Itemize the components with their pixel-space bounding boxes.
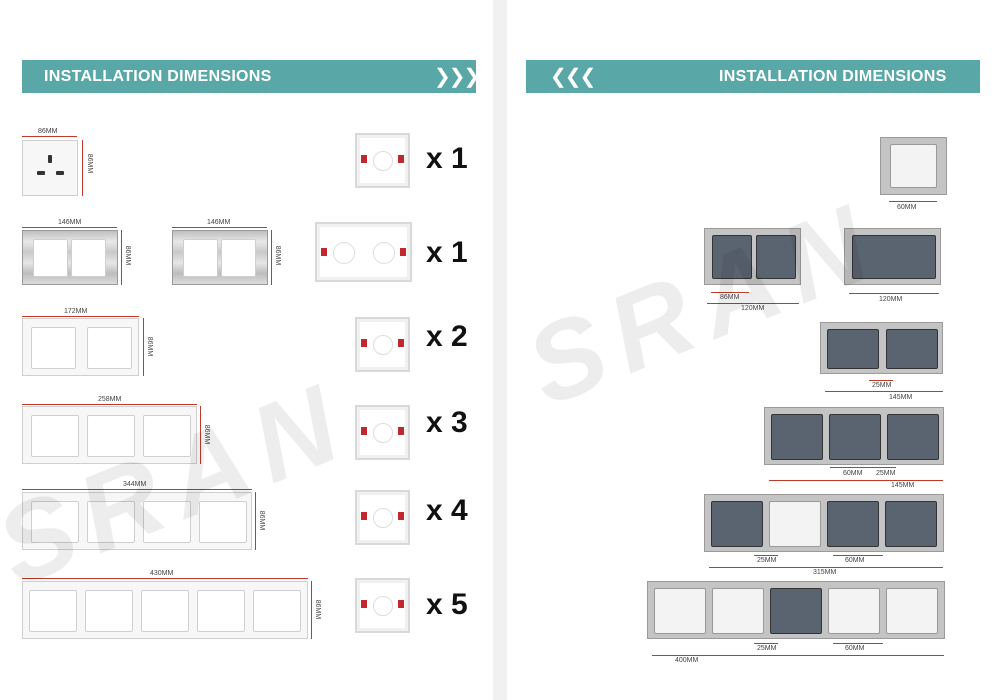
quantity-label: x 1 [426,142,468,175]
mounting-box-double [315,222,412,282]
quantity-label: x 3 [426,406,468,439]
dim-label: 25MM [757,557,777,564]
width-label-b: 146MM [207,219,231,226]
dim-label: 400MM [675,657,699,664]
quantity-label: x 4 [426,494,468,527]
socket-plate [22,140,78,196]
height-label: 86MM [124,245,132,266]
width-label: 430MM [150,570,174,577]
left-banner-title: INSTALLATION DIMENSIONS [44,67,272,85]
dim-label: 315MM [813,569,837,576]
dim-label: 25MM [872,382,892,389]
dim-label: 60MM [845,557,865,564]
height-label: 86MM [86,153,94,174]
right-page: ❮❮❮ INSTALLATION DIMENSIONS 60MM 86MM 12… [507,0,1000,700]
page-gutter [493,0,507,700]
mounting-box [355,317,410,372]
quantity-label: x 2 [426,320,468,353]
height-label-b: 86MM [274,245,282,266]
mounting-box [355,490,410,545]
left-page: INSTALLATION DIMENSIONS ❯❯❯ 86MM 86MM x … [0,0,493,700]
dim-label: 60MM [897,204,917,211]
dim-label: 60MM [843,470,863,477]
width-label: 172MM [64,308,88,315]
dim-label: 145MM [891,482,915,489]
height-label: 86MM [258,510,266,531]
mounting-box [355,578,410,633]
socket-plate-double [22,230,118,285]
mounting-box [355,133,410,188]
height-label: 86MM [314,599,322,620]
width-label: 344MM [123,481,147,488]
socket-plate-quad [22,492,252,550]
quantity-label: x 5 [426,588,468,621]
chevron-right-icon: ❯❯❯ [434,66,480,88]
width-label: 86MM [38,128,58,135]
socket-plate-switch [172,230,268,285]
dim-label: 25MM [876,470,896,477]
mounting-box [355,405,410,460]
dim-label: 120MM [879,296,903,303]
height-label: 86MM [146,336,154,357]
quantity-label: x 1 [426,236,468,269]
right-banner-title: INSTALLATION DIMENSIONS [719,67,947,85]
height-label: 86MM [203,424,211,445]
dim-label: 145MM [889,394,913,401]
socket-plate-double [22,318,139,376]
dim-label: 120MM [741,305,765,312]
socket-plate-triple [22,406,197,464]
chevron-left-icon: ❮❮❮ [550,66,596,88]
dim-label: 60MM [845,645,865,652]
dim-label: 25MM [757,645,777,652]
right-banner: ❮❮❮ INSTALLATION DIMENSIONS [526,60,980,93]
socket-plate-quint [22,581,308,639]
left-banner: INSTALLATION DIMENSIONS ❯❯❯ [22,60,480,93]
width-label: 258MM [98,396,122,403]
dim-label: 86MM [720,294,740,301]
width-label: 146MM [58,219,82,226]
